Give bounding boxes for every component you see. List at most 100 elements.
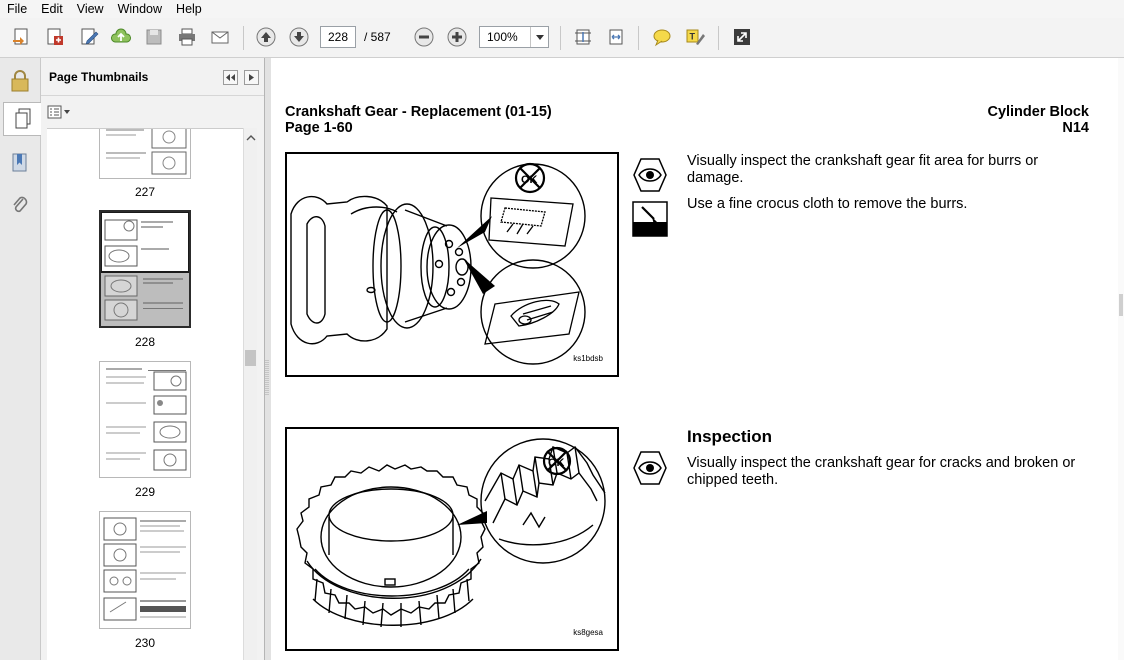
thumbnail-page-229[interactable] xyxy=(99,361,191,478)
step-inspect-gear-teeth: Visually inspect the crankshaft gear for… xyxy=(687,455,1076,488)
upload-cloud-button[interactable] xyxy=(108,24,134,50)
figure-crankshaft-gear-teeth: OK ks8gesa xyxy=(285,427,619,651)
previous-page-button[interactable] xyxy=(253,24,279,50)
expand-panel-button[interactable] xyxy=(244,70,259,85)
chapter-title: Cylinder Block xyxy=(987,104,1089,120)
envelope-icon xyxy=(211,31,229,44)
full-screen-button[interactable] xyxy=(729,24,755,50)
options-menu-icon xyxy=(47,105,70,119)
page-number-label: Page 1-60 xyxy=(285,120,353,136)
save-button[interactable] xyxy=(141,24,167,50)
fit-page-button[interactable] xyxy=(570,24,596,50)
create-pdf-icon xyxy=(47,28,63,45)
toolbar-separator xyxy=(638,26,639,50)
thumbnail-page-227[interactable] xyxy=(99,129,191,179)
panel-header: Page Thumbnails xyxy=(41,58,264,96)
bookmark-icon xyxy=(12,153,27,172)
edit-pdf-button[interactable] xyxy=(76,24,102,50)
scrollbar-thumb[interactable] xyxy=(1119,294,1123,316)
menu-file[interactable]: File xyxy=(7,2,28,16)
figure-crankshaft-gear-fit: OK ks1bdsb xyxy=(285,152,619,377)
panel-splitter[interactable] xyxy=(265,58,271,660)
open-file-icon xyxy=(13,28,28,45)
edit-document-icon xyxy=(81,28,99,45)
page-preview-icon xyxy=(106,129,187,175)
thumbnail-options-button[interactable] xyxy=(47,104,73,120)
next-page-button[interactable] xyxy=(286,24,312,50)
open-file-button[interactable] xyxy=(8,24,34,50)
panel-title: Page Thumbnails xyxy=(49,69,149,84)
thumbnail-page-228[interactable] xyxy=(99,210,191,328)
printer-icon xyxy=(179,28,195,46)
svg-text:T: T xyxy=(690,32,696,42)
zoom-in-button[interactable] xyxy=(444,24,470,50)
page-header-right: Cylinder Block N14 xyxy=(987,104,1089,136)
thumbnails-panel: Page Thumbnails 227 xyxy=(41,58,265,660)
section-title: Crankshaft Gear - Replacement (01-15) xyxy=(285,104,552,120)
security-button[interactable] xyxy=(4,64,36,98)
chevron-down-icon[interactable] xyxy=(530,27,548,47)
thumbnail-label: 227 xyxy=(134,185,156,199)
email-button[interactable] xyxy=(207,24,233,50)
svg-text:OK: OK xyxy=(521,174,538,186)
print-button[interactable] xyxy=(174,24,200,50)
eye-icon xyxy=(633,451,667,485)
page-preview-icon xyxy=(106,368,187,471)
zoom-value: 100% xyxy=(487,30,518,44)
highlight-text-icon: T xyxy=(686,29,705,45)
step-inspect-fit-area: Visually inspect the crankshaft gear fit… xyxy=(687,153,1039,186)
thumbnail-scrollbar[interactable] xyxy=(243,128,257,660)
attachments-button[interactable] xyxy=(4,188,36,222)
eye-icon xyxy=(633,158,667,192)
visual-inspection-symbol xyxy=(632,450,668,486)
page-preview-icon xyxy=(101,212,189,321)
menu-edit[interactable]: Edit xyxy=(41,2,63,16)
create-pdf-button[interactable] xyxy=(42,24,68,50)
gear-illustration: OK xyxy=(296,438,606,628)
navigation-rail xyxy=(0,58,41,660)
arrow-up-icon xyxy=(256,27,276,47)
thumbnail-list: 227 228 xyxy=(47,128,243,660)
menu-window[interactable]: Window xyxy=(117,2,163,16)
page-header-left: Crankshaft Gear - Replacement (01-15) Pa… xyxy=(285,104,552,136)
thumbnail-label: 228 xyxy=(134,335,156,349)
inspection-heading: Inspection xyxy=(687,427,773,446)
thumbnail-label: 230 xyxy=(134,636,156,650)
fit-page-icon xyxy=(575,29,591,45)
scrollbar-thumb[interactable] xyxy=(245,350,256,366)
collapse-panel-button[interactable] xyxy=(223,70,238,85)
chevron-up-icon[interactable] xyxy=(244,132,258,144)
document-viewer: Crankshaft Gear - Replacement (01-15) Pa… xyxy=(271,58,1124,660)
lock-icon xyxy=(11,70,29,92)
zoom-out-button[interactable] xyxy=(411,24,437,50)
page-total-label: / 587 xyxy=(364,30,391,44)
menu-bar: File Edit View Window Help xyxy=(0,0,1124,18)
arrow-down-icon xyxy=(289,27,309,47)
minus-circle-icon xyxy=(414,27,434,47)
pages-icon xyxy=(15,108,30,129)
expand-arrows-icon xyxy=(734,29,750,45)
toolbar: / 587 100% T xyxy=(0,18,1124,58)
double-chevron-left-icon xyxy=(226,74,235,81)
highlight-text-button[interactable]: T xyxy=(682,24,708,50)
add-comment-button[interactable] xyxy=(649,24,675,50)
thumbnail-label: 229 xyxy=(134,485,156,499)
menu-help[interactable]: Help xyxy=(176,2,202,16)
page-thumbnails-button[interactable] xyxy=(3,102,41,136)
bookmarks-button[interactable] xyxy=(4,146,36,180)
page-number-input[interactable] xyxy=(320,26,356,48)
zoom-select[interactable]: 100% xyxy=(479,26,549,48)
toolbar-separator xyxy=(560,26,561,50)
comment-bubble-icon xyxy=(653,29,671,47)
thumbnail-page-230[interactable] xyxy=(99,511,191,629)
cleaning-cloth-icon xyxy=(632,201,668,237)
fit-width-icon xyxy=(609,29,623,45)
fit-width-button[interactable] xyxy=(603,24,629,50)
svg-text:OK: OK xyxy=(548,457,565,469)
paperclip-icon xyxy=(13,196,28,213)
menu-view[interactable]: View xyxy=(76,2,104,16)
step-remove-burrs: Use a fine crocus cloth to remove the bu… xyxy=(687,196,968,212)
viewer-scrollbar[interactable] xyxy=(1118,58,1124,660)
toolbar-separator xyxy=(718,26,719,50)
